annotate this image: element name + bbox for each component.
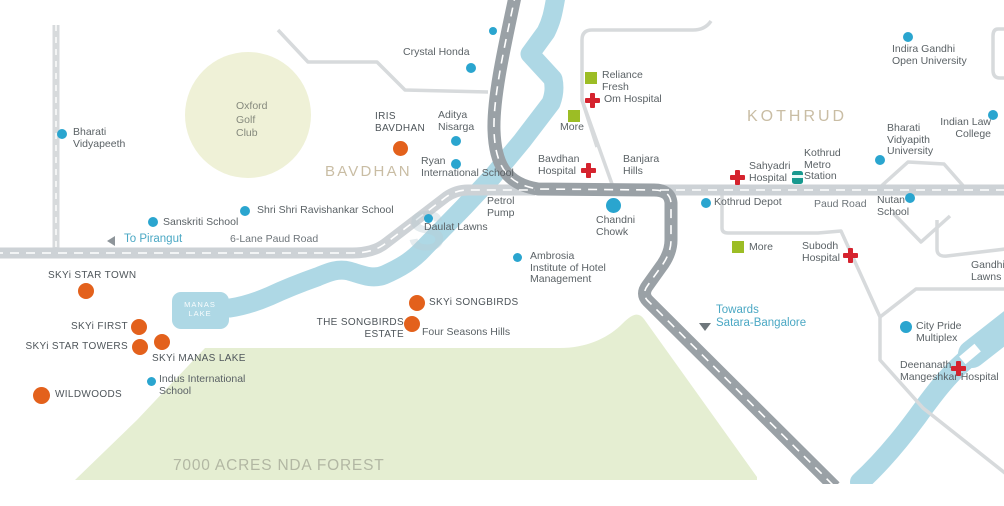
wildwoods-marker bbox=[32, 386, 50, 404]
wildwoods-label: WILDWOODS bbox=[55, 389, 123, 400]
nda-forest-label: 7000 ACRES NDA FOREST bbox=[173, 457, 385, 474]
om-hospital-hospital-icon bbox=[584, 92, 600, 108]
shri-shri-ravishankar-school-label: Shri Shri Ravishankar School bbox=[257, 204, 394, 216]
bavdhan-hospital-label: Bavdhan Hospital bbox=[538, 153, 580, 177]
indian-law-college-label: Indian Law College bbox=[940, 116, 991, 140]
indus-international-school-marker bbox=[146, 376, 156, 386]
sanskriti-school-label: Sanskriti School bbox=[163, 216, 239, 228]
bharati-vidyapith-university-label: Bharati Vidyapith University bbox=[887, 122, 934, 157]
skyi-manas-lake-label: SKYi MANAS LAKE bbox=[152, 353, 246, 364]
more-kothrud-label: More bbox=[749, 241, 773, 253]
minor-roads bbox=[276, 19, 1004, 475]
bharati-vidyapeeth-marker bbox=[57, 129, 67, 139]
city-pride-multiplex-marker bbox=[900, 321, 912, 333]
gandhi-lawns-label: Gandhi Lawns bbox=[971, 259, 1004, 283]
bharati-vidyapith-university-marker bbox=[875, 155, 885, 165]
kothrud-depot-label: Kothrud Depot bbox=[714, 196, 782, 208]
skyi-star-town-label: SKYi STAR TOWN bbox=[48, 270, 137, 281]
paud-road-label: Paud Road bbox=[814, 198, 867, 210]
the-songbirds-estate-label: THE SONGBIRDS ESTATE bbox=[316, 317, 404, 340]
kothrud-area-label: KOTHRUD bbox=[747, 108, 848, 125]
aditya-nisarga-marker bbox=[451, 136, 461, 146]
ryan-international-school-marker bbox=[451, 159, 461, 169]
manas-lake-label: MANAS LAKE bbox=[184, 300, 216, 318]
chandni-chowk-marker bbox=[605, 197, 621, 213]
skyi-first-label: SKYi FIRST bbox=[70, 321, 128, 332]
kothrud-metro-station-metro-icon bbox=[791, 170, 803, 184]
more-bavdhan-label: More bbox=[560, 121, 584, 133]
bharati-vidyapeeth-label: Bharati Vidyapeeth bbox=[73, 126, 126, 150]
kothrud-depot-marker bbox=[701, 198, 711, 208]
towards-satara-bangalore-label: Towards Satara-Bangalore bbox=[716, 304, 807, 329]
chandni-chowk-label: Chandni Chowk bbox=[596, 214, 636, 238]
indira-gandhi-open-university-label: Indira Gandhi Open University bbox=[892, 43, 967, 67]
om-hospital-label: Om Hospital bbox=[604, 93, 662, 105]
skyi-manas-lake-dot-marker bbox=[154, 334, 170, 350]
six-lane-paud-road-label: 6-Lane Paud Road bbox=[230, 233, 319, 245]
deenanath-mangeshkar-hospital-label: Deenanath Mangeshkar Hospital bbox=[900, 359, 999, 383]
manas-lake-water bbox=[172, 292, 229, 329]
ambrosia-institute-label: Ambrosia Institute of Hotel Management bbox=[530, 250, 606, 285]
towards-satara-bangalore-arrow-icon bbox=[699, 323, 711, 331]
more-kothrud-store-icon bbox=[732, 241, 744, 253]
skyi-star-towers-marker bbox=[132, 339, 148, 355]
ryan-international-school-label: Ryan International School bbox=[421, 155, 514, 179]
skyi-first-marker bbox=[131, 319, 147, 335]
daulat-lawns-label: Daulat Lawns bbox=[424, 221, 488, 233]
more-bavdhan-store-icon bbox=[568, 110, 580, 122]
deenanath-mangeshkar-hospital-hospital-icon bbox=[950, 360, 966, 376]
daulat-lawns-marker bbox=[423, 213, 433, 223]
map-watermark: S bbox=[408, 199, 448, 262]
crystal-honda-marker bbox=[466, 63, 476, 73]
skyi-star-towers-label: SKYi STAR TOWERS bbox=[25, 341, 128, 352]
bavdhan-hospital-hospital-icon bbox=[580, 162, 596, 178]
sahyadri-hospital-label: Sahyadri Hospital bbox=[749, 160, 791, 184]
river bbox=[220, 0, 565, 318]
aditya-nisarga-label: Aditya Nisarga bbox=[438, 109, 475, 133]
skyi-songbirds-label: SKYi SONGBIRDS bbox=[429, 297, 519, 308]
kothrud-metro-station-label: Kothrud Metro Station bbox=[804, 147, 841, 182]
subodh-hospital-hospital-icon bbox=[842, 247, 858, 263]
indira-gandhi-open-university-marker bbox=[903, 32, 913, 42]
iris-bavdhan-label: IRIS BAVDHAN bbox=[375, 111, 426, 134]
banjara-hills-label: Banjara Hills bbox=[623, 153, 660, 177]
sanskriti-school-marker bbox=[148, 217, 158, 227]
reliance-fresh-store-icon bbox=[585, 72, 597, 84]
sahyadri-hospital-hospital-icon bbox=[729, 169, 745, 185]
petrol-pump-label: Petrol Pump bbox=[487, 195, 515, 219]
city-pride-multiplex-label: City Pride Multiplex bbox=[916, 320, 962, 344]
road-dashes bbox=[0, 0, 1004, 487]
the-songbirds-estate-marker bbox=[404, 316, 420, 332]
golf-club-area bbox=[185, 52, 311, 178]
nutan-school-marker bbox=[905, 193, 915, 203]
ambrosia-institute-marker bbox=[512, 252, 522, 262]
bottom-margin bbox=[0, 484, 1004, 506]
reliance-fresh-label: Reliance Fresh bbox=[602, 69, 643, 93]
canal-dam bbox=[959, 343, 981, 365]
crystal-honda-label: Crystal Honda bbox=[403, 46, 470, 58]
to-pirangut-label: To Pirangut bbox=[124, 233, 183, 245]
oxford-golf-club-label: Oxford Golf Club bbox=[236, 100, 268, 139]
to-pirangut-arrow-icon bbox=[107, 236, 115, 246]
shri-shri-ravishankar-school-marker bbox=[240, 206, 250, 216]
forest-area bbox=[75, 314, 757, 480]
skyi-songbirds-marker bbox=[409, 295, 425, 311]
bavdhan-area-label: BAVDHAN bbox=[325, 163, 412, 180]
indus-international-school-label: Indus International School bbox=[159, 373, 246, 397]
iris-bavdhan-marker bbox=[392, 140, 408, 156]
skyi-star-town-marker bbox=[78, 283, 94, 299]
nutan-school-label: Nutan School bbox=[877, 194, 910, 218]
subodh-hospital-label: Subodh Hospital bbox=[802, 240, 840, 264]
unlabeled-poi-marker bbox=[489, 27, 497, 35]
four-seasons-hills-label: Four Seasons Hills bbox=[422, 326, 511, 338]
indian-law-college-marker bbox=[988, 110, 998, 120]
